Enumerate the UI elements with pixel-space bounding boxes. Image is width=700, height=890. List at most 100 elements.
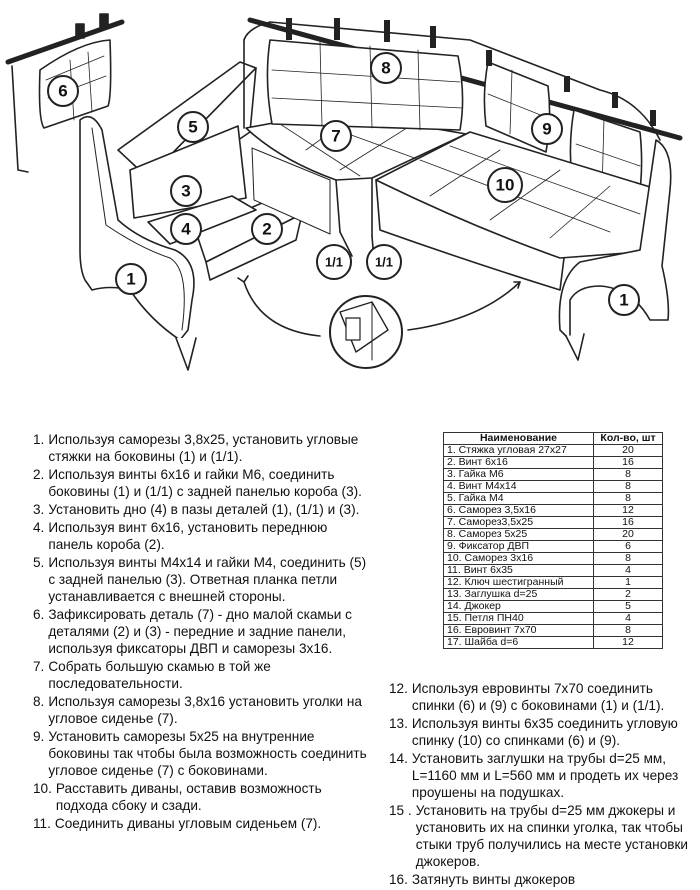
part-qty: 20 (593, 444, 663, 457)
part-qty: 20 (593, 528, 663, 541)
callout-8: 8 (370, 52, 402, 84)
step-number: 15 . (389, 803, 412, 818)
svg-text:8: 8 (381, 59, 390, 78)
step-number: 8. (33, 694, 45, 709)
step-number: 4. (33, 520, 45, 535)
callout-2: 2 (251, 213, 283, 245)
step-text: Зафиксировать деталь (7) - дно малой ска… (48, 607, 352, 656)
step-text: Используя винт 6х16, установить переднюю… (48, 520, 328, 552)
step-text: Установить на трубы d=25 мм джокеры и ус… (415, 803, 689, 869)
step-number: 9. (33, 729, 45, 744)
step-text: Используя винты 6х35 соединить угловую с… (411, 716, 678, 748)
instruction-step: 8.Используя саморезы 3,8х16 установить у… (33, 693, 368, 727)
step-text: Расставить диваны, оставив возможность п… (55, 781, 322, 813)
part-name: 2. Винт 6х16 (443, 456, 594, 469)
part-qty: 12 (593, 504, 663, 517)
step-number: 1. (33, 432, 45, 447)
instructions-left: 1.Используя саморезы 3,8х25, установить … (33, 431, 368, 833)
step-text: Установить саморезы 5х25 на внутренние б… (48, 729, 367, 778)
part-name: 10. Саморез 3х16 (443, 552, 594, 565)
part-qty: 8 (593, 624, 663, 637)
step-number: 2. (33, 467, 45, 482)
instruction-step: 6.Зафиксировать деталь (7) - дно малой с… (33, 606, 368, 657)
header-qty: Кол-во, шт (593, 432, 663, 445)
part-name: 13. Заглушка d=25 (443, 588, 594, 601)
part-name: 16. Евровинт 7х70 (443, 624, 594, 637)
instruction-step: 7.Собрать большую скамью в той же послед… (33, 658, 368, 692)
part-name: 11. Винт 6х35 (443, 564, 594, 577)
parts-table: Наименование Кол-во, шт 1. Стяжка углова… (443, 432, 663, 649)
part-name: 6. Саморез 3,5х16 (443, 504, 594, 517)
part-name: 3. Гайка М6 (443, 468, 594, 481)
instruction-step: 15 .Установить на трубы d=25 мм джокеры … (389, 802, 699, 870)
step-number: 10. (33, 781, 52, 796)
part-name: 7. Саморез3,5х25 (443, 516, 594, 529)
part-qty: 4 (593, 564, 663, 577)
callout-4: 4 (170, 213, 202, 245)
instructions-right: 12.Используя евровинты 7х70 соединить сп… (389, 680, 699, 889)
instruction-step: 10.Расставить диваны, оставив возможност… (33, 780, 368, 814)
instruction-step: 12.Используя евровинты 7х70 соединить сп… (389, 680, 699, 714)
part-name: 17. Шайба d=6 (443, 636, 594, 649)
part-qty: 8 (593, 492, 663, 505)
step-text: Установить дно (4) в пазы деталей (1), (… (48, 502, 360, 517)
header-name: Наименование (443, 432, 594, 445)
step-text: Собрать большую скамью в той же последов… (48, 659, 271, 691)
callout-6: 6 (47, 75, 79, 107)
step-number: 12. (389, 681, 408, 696)
part-qty: 4 (593, 612, 663, 625)
instruction-step: 4.Используя винт 6х16, установить передн… (33, 519, 368, 553)
part-qty: 8 (593, 552, 663, 565)
instruction-step: 9.Установить саморезы 5х25 на внутренние… (33, 728, 368, 779)
part-name: 14. Джокер (443, 600, 594, 613)
step-text: Затянуть винты джокеров (411, 872, 576, 887)
part-qty: 16 (593, 456, 663, 469)
svg-text:5: 5 (188, 118, 197, 137)
part-qty: 16 (593, 516, 663, 529)
part-name: 15. Петля ПН40 (443, 612, 594, 625)
svg-text:1: 1 (619, 291, 628, 310)
part-qty: 12 (593, 636, 663, 649)
step-text: Используя винты М4х14 и гайки М4, соедин… (48, 555, 367, 604)
part-name: 9. Фиксатор ДВП (443, 540, 594, 553)
step-number: 14. (389, 751, 408, 766)
callout-5: 5 (177, 111, 209, 143)
part-qty: 5 (593, 600, 663, 613)
step-text: Используя евровинты 7х70 соединить спинк… (411, 681, 665, 713)
svg-text:9: 9 (542, 120, 551, 139)
svg-text:3: 3 (181, 182, 190, 201)
step-number: 6. (33, 607, 45, 622)
step-number: 11. (33, 816, 51, 831)
part-qty: 2 (593, 588, 663, 601)
part-name: 1. Стяжка угловая 27х27 (443, 444, 594, 457)
callout-10: 10 (487, 167, 523, 203)
step-text: Используя саморезы 3,8х16 установить уго… (48, 694, 362, 726)
svg-text:7: 7 (331, 127, 340, 146)
svg-text:10: 10 (496, 176, 515, 195)
step-text: Установить заглушки на трубы d=25 мм, L=… (411, 751, 679, 800)
assembly-diagram: 6 5 3 4 2 1 8 7 9 10 1/1 1/1 1 (5, 13, 683, 371)
step-number: 5. (33, 555, 45, 570)
svg-text:6: 6 (58, 82, 67, 101)
callout-3: 3 (170, 175, 202, 207)
instruction-step: 14.Установить заглушки на трубы d=25 мм,… (389, 750, 699, 801)
step-text: Используя саморезы 3,8х25, установить уг… (48, 432, 359, 464)
instruction-step: 2.Используя винты 6х16 и гайки М6, соеди… (33, 466, 368, 500)
instruction-step: 1.Используя саморезы 3,8х25, установить … (33, 431, 368, 465)
instruction-step: 3.Установить дно (4) в пазы деталей (1),… (33, 501, 368, 518)
